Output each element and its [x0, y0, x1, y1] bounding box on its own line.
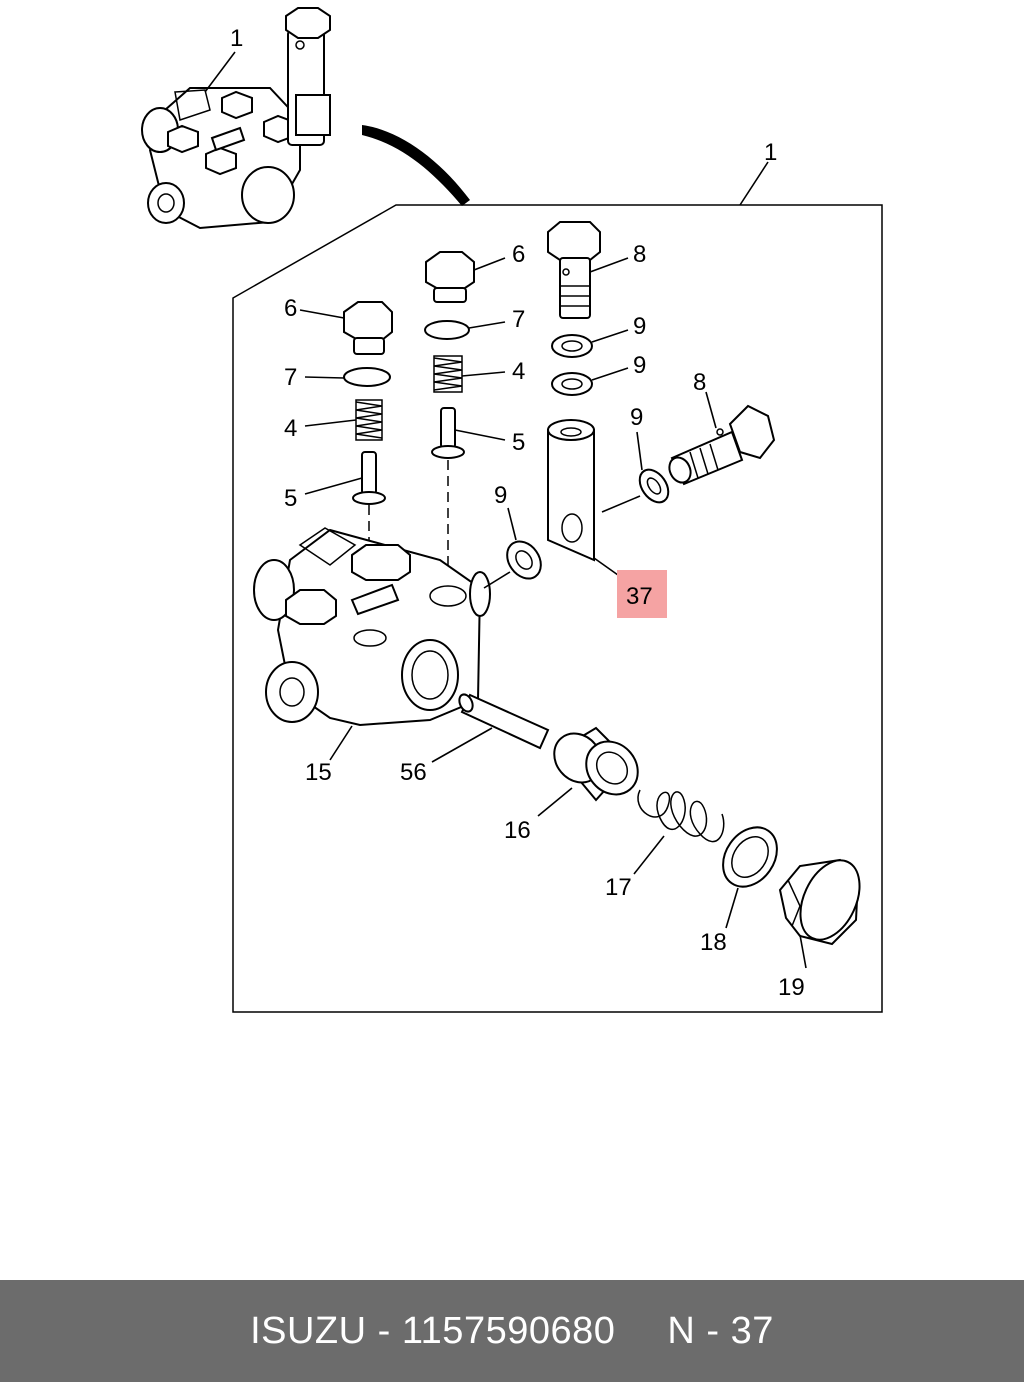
spring-large — [637, 789, 725, 843]
overview-assembly — [141, 7, 331, 230]
part-number: 1157590680 — [401, 1309, 616, 1352]
callout-washer-a: 9 — [633, 313, 646, 340]
bolt-top — [547, 221, 601, 319]
callout-washer-b: 9 — [633, 352, 646, 379]
callout-washer-c: 9 — [630, 404, 643, 431]
cap — [778, 858, 861, 946]
bolt-side — [668, 404, 776, 486]
callout-cap: 19 — [778, 974, 805, 1001]
callout-plug-mid: 6 — [512, 241, 525, 268]
callout-body: 15 — [305, 759, 332, 786]
sleeve — [553, 726, 639, 802]
exploded-view-drawing: 1 1 6 7 4 5 6 7 4 5 — [141, 7, 883, 1013]
parts-diagram: 1 1 6 7 4 5 6 7 4 5 — [141, 7, 883, 1013]
callout-bolt-top: 8 — [633, 241, 646, 268]
gasket — [722, 826, 778, 888]
highlight-box — [617, 570, 667, 618]
part-37-housing — [547, 419, 595, 562]
spring-left — [355, 399, 383, 441]
valve-body — [253, 527, 491, 727]
callout-valve-mid: 5 — [512, 429, 525, 456]
oring-left — [343, 367, 391, 387]
callout-bolt-side: 8 — [693, 369, 706, 396]
oring-mid — [424, 320, 470, 340]
washer-c — [638, 468, 670, 504]
callout-assembly-frame: 1 — [764, 139, 777, 166]
callout-sleeve: 16 — [504, 817, 531, 844]
callout-gasket: 18 — [700, 929, 727, 956]
washer-b — [551, 372, 593, 396]
position-prefix: N — [667, 1309, 696, 1352]
valve-mid — [431, 407, 465, 459]
callout-valve-left: 5 — [284, 485, 297, 512]
plug-left — [343, 301, 393, 355]
footer-bar: ISUZU - 1157590680 N - 37 — [0, 1280, 1024, 1382]
brand-label: ISUZU — [250, 1309, 367, 1352]
callout-oring-mid: 7 — [512, 306, 525, 333]
brand-separator: - — [377, 1309, 391, 1352]
callout-highlighted-part: 37 — [626, 583, 653, 610]
detail-frame — [232, 204, 883, 1013]
position-separator: - — [706, 1309, 720, 1352]
pin — [458, 693, 550, 750]
position-number: 37 — [730, 1309, 774, 1352]
callout-oring-left: 7 — [284, 364, 297, 391]
callout-assembly-top: 1 — [230, 25, 243, 52]
washer-a — [551, 334, 593, 358]
callout-spring-left: 4 — [284, 415, 297, 442]
callout-washer-d: 9 — [494, 482, 507, 509]
washer-d — [506, 540, 542, 580]
plug-mid — [425, 251, 475, 303]
zoom-arrow — [362, 125, 470, 206]
callout-spring-large: 17 — [605, 874, 632, 901]
callout-plug-left: 6 — [284, 295, 297, 322]
callout-spring-mid: 4 — [512, 358, 525, 385]
valve-left — [352, 451, 386, 505]
callout-pin: 56 — [400, 759, 427, 786]
spring-mid — [433, 355, 463, 393]
